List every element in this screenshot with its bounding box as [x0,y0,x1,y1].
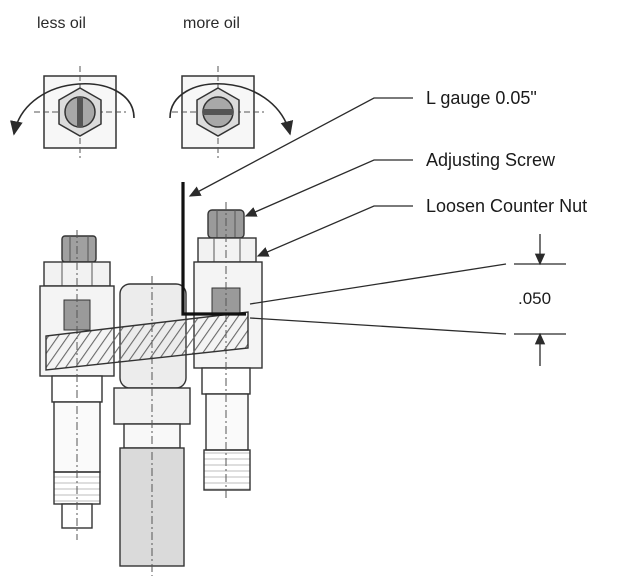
threaded-lever [45,311,249,371]
l-gauge-callout: L gauge 0.05" [426,88,537,108]
rotate-cw-arrow-icon [169,82,294,136]
more-oil-screw-top-view [172,66,264,158]
adjusting-screw-callout: Adjusting Screw [426,150,556,170]
more-oil-label: more oil [183,15,240,32]
clearance-dimension [249,234,566,366]
less-oil-screw-top-view [34,66,126,158]
left-screw-assembly [39,230,115,540]
rotate-ccw-arrow-icon [10,82,135,136]
less-oil-label: less oil [37,15,86,32]
clearance-value: .050 [518,289,552,308]
counter-nut-callout: Loosen Counter Nut [426,196,588,216]
l-gauge [181,182,246,316]
leader-lines [188,97,413,257]
